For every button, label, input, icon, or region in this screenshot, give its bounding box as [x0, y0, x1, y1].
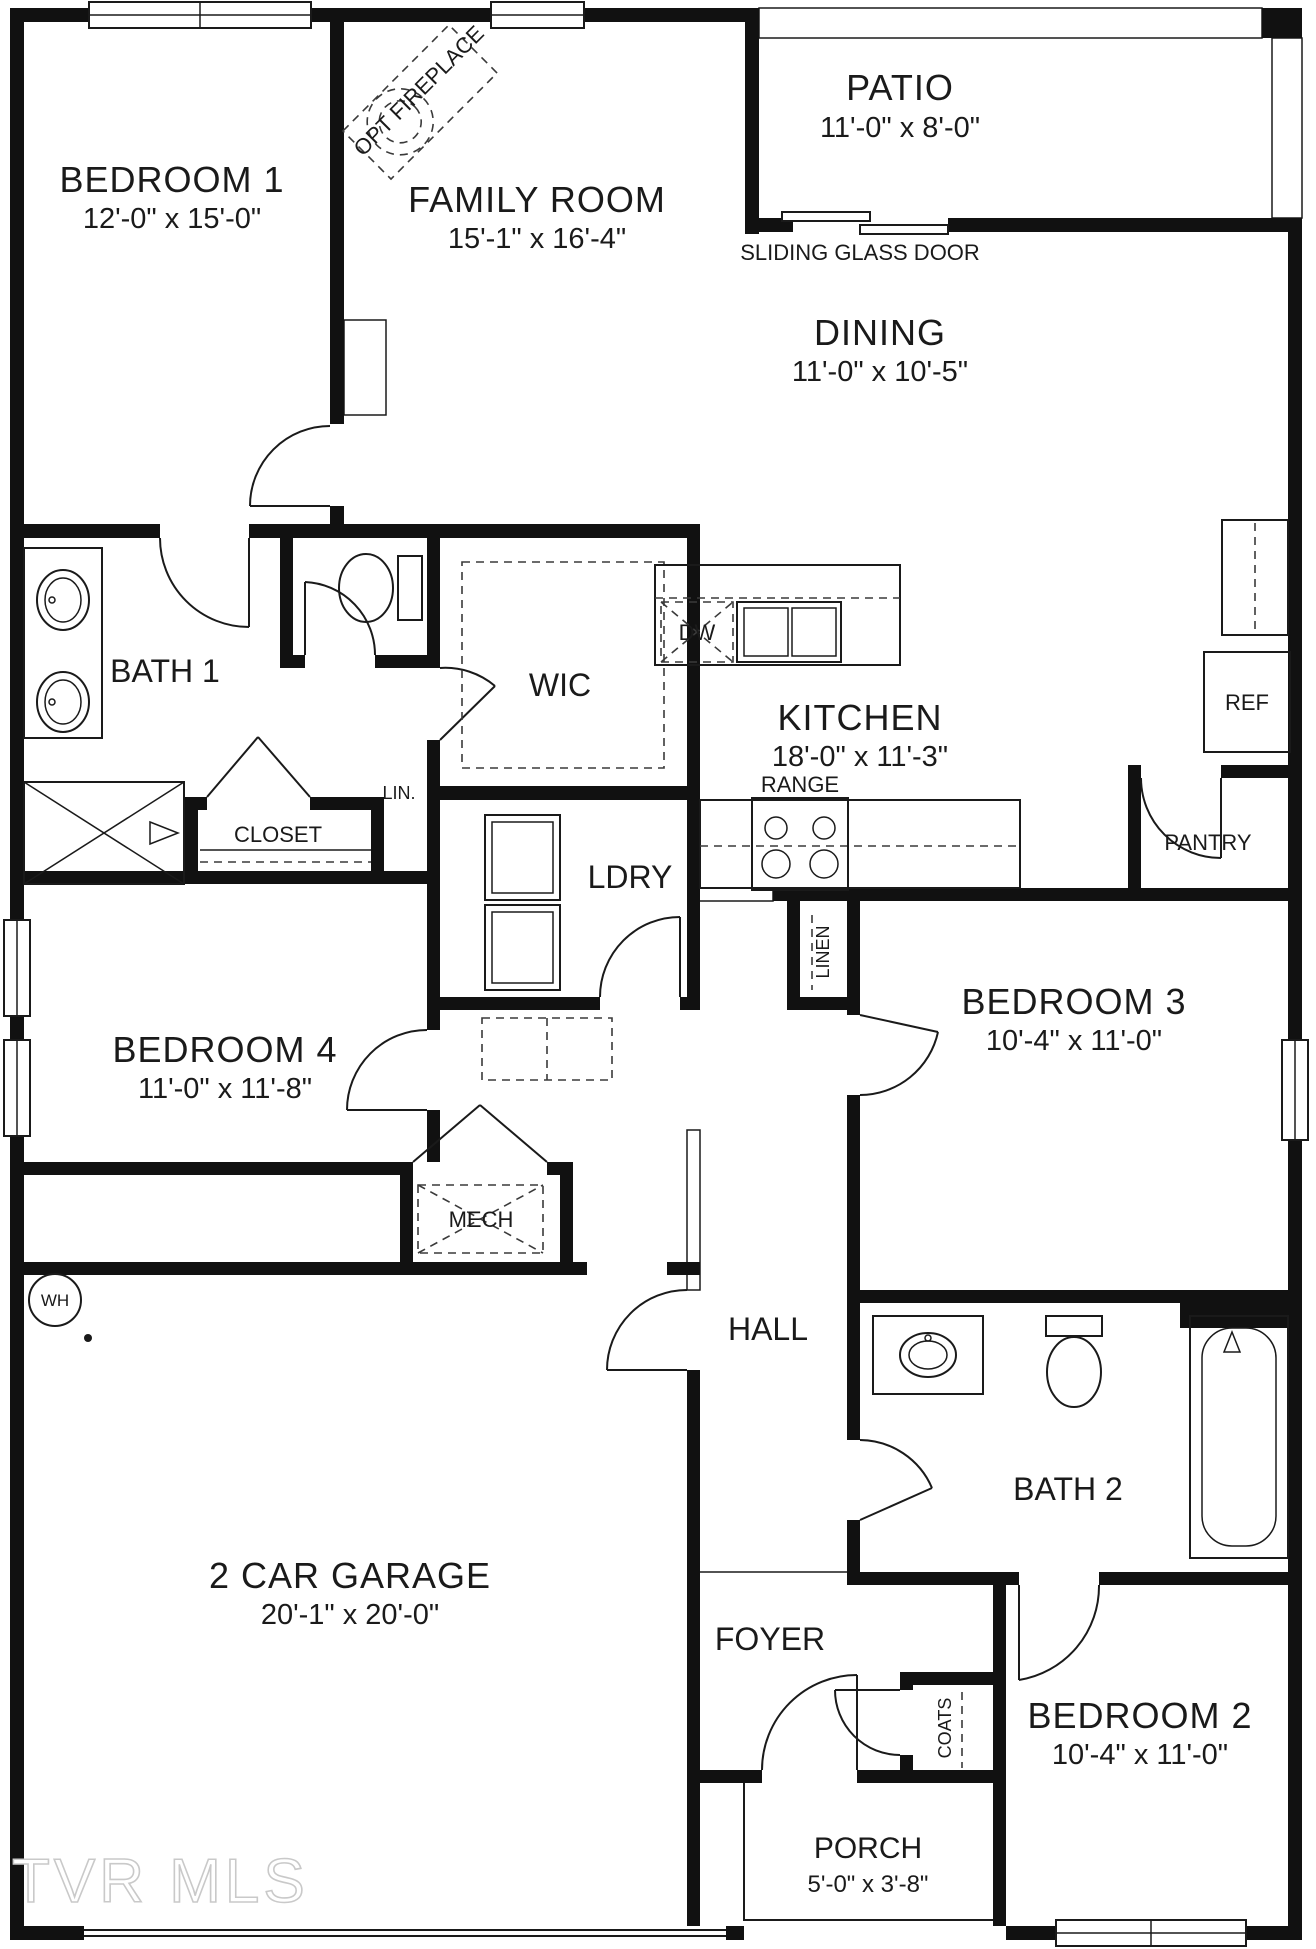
bedroom1-label: BEDROOM 1	[59, 159, 284, 200]
bath1-vanity	[23, 547, 103, 739]
door-bath2	[859, 1439, 933, 1521]
doors	[159, 425, 1222, 1771]
window	[3, 919, 31, 1017]
bedroom4-dims: 11'-0" x 11'-8"	[138, 1073, 312, 1105]
bath2-tub	[1189, 1315, 1289, 1559]
sliding-glass-door-label: SLIDING GLASS DOOR	[740, 240, 980, 265]
hall-half-wall	[686, 1129, 701, 1291]
foyer-label: FOYER	[715, 1621, 825, 1657]
bedroom4-label: BEDROOM 4	[112, 1029, 337, 1070]
door-bedroom1	[249, 425, 331, 507]
door-front-entry	[761, 1674, 858, 1771]
door-bedroom4	[346, 1029, 428, 1111]
patio-label: PATIO	[846, 67, 954, 108]
garage-dims: 20'-1" x 20'-0"	[261, 1599, 439, 1631]
wic-label: WIC	[529, 667, 591, 703]
ldry-label: LDRY	[588, 859, 673, 895]
sliding-glass-door	[781, 211, 949, 235]
window	[490, 1, 585, 29]
dining-label: DINING	[814, 312, 946, 353]
door-bedroom2	[1018, 1584, 1101, 1681]
mech-label: MECH	[449, 1207, 514, 1232]
kitchen-dims: 18'-0" x 11'-3"	[772, 741, 948, 773]
bath2-vanity	[872, 1315, 984, 1395]
door-closet-bifold	[206, 736, 311, 798]
bath1-shower	[23, 781, 185, 885]
dining-cabinet	[1221, 519, 1289, 636]
water-heater	[28, 1273, 92, 1342]
porch-outline	[743, 1783, 993, 1921]
refrigerator	[1203, 651, 1291, 753]
garage-door	[84, 1929, 726, 1937]
kitchen-label: KITCHEN	[777, 697, 942, 738]
door-ldry	[599, 916, 681, 998]
kitchen-sink	[736, 601, 842, 663]
dining-dims: 11'-0" x 10'-5"	[792, 356, 968, 388]
family-room-label: FAMILY ROOM	[408, 179, 666, 220]
bath2-toilet	[1045, 1315, 1103, 1408]
door-garage	[606, 1289, 688, 1371]
closet-label: CLOSET	[234, 822, 322, 847]
toilet	[338, 553, 423, 623]
bedroom2-dims: 10'-4" x 11'-0"	[1052, 1739, 1228, 1771]
bath2-label: BATH 2	[1013, 1471, 1123, 1507]
porch-dims: 5'-0" x 3'-8"	[808, 1871, 929, 1898]
wh-label: WH	[41, 1291, 69, 1310]
window	[1281, 1039, 1309, 1141]
coats-label: COATS	[935, 1698, 955, 1759]
linen-label: LINEN	[813, 925, 833, 978]
watermark: TVR MLS	[12, 1847, 309, 1916]
window	[3, 1039, 31, 1137]
door-bath1	[159, 537, 250, 628]
bedroom1-dims: 12'-0" x 15'-0"	[83, 203, 261, 235]
patio-dims: 11'-0" x 8'-0"	[820, 112, 980, 144]
labels: BEDROOM 1 12'-0" x 15'-0" FAMILY ROOM 15…	[11, 21, 1269, 1917]
bedroom3-dims: 10'-4" x 11'-0"	[986, 1025, 1162, 1057]
window	[1055, 1919, 1247, 1947]
range	[751, 797, 849, 891]
door-wic	[439, 666, 496, 741]
range-label: RANGE	[761, 772, 839, 797]
mech-equipment	[417, 1184, 544, 1254]
window	[88, 1, 312, 29]
porch-label: PORCH	[814, 1832, 922, 1865]
bedroom2-label: BEDROOM 2	[1027, 1695, 1252, 1736]
door-mech-bifold	[412, 1104, 548, 1163]
door-pantry	[1140, 777, 1222, 859]
pantry-label: PANTRY	[1164, 830, 1252, 855]
door-coats	[834, 1689, 901, 1756]
garage-label: 2 CAR GARAGE	[209, 1555, 491, 1596]
bath1-label: BATH 1	[110, 653, 220, 689]
wic-shelving	[461, 561, 665, 769]
closet-shelf	[200, 849, 371, 863]
bedroom3-label: BEDROOM 3	[961, 981, 1186, 1022]
door-toilet-room	[304, 581, 377, 656]
dw-label: DW	[679, 620, 716, 645]
washer-dryer	[484, 814, 561, 991]
door-bedroom3	[859, 1014, 939, 1096]
ref-label: REF	[1225, 690, 1269, 715]
hall-label: HALL	[728, 1311, 808, 1347]
kitchen-island	[654, 564, 901, 666]
lin-label: LIN.	[382, 783, 415, 803]
attic-access	[481, 1017, 613, 1081]
range-counter	[699, 797, 1021, 891]
family-room-dims: 15'-1" x 16'-4"	[448, 223, 626, 255]
dishwasher	[660, 601, 734, 663]
windows	[3, 1, 1309, 1947]
